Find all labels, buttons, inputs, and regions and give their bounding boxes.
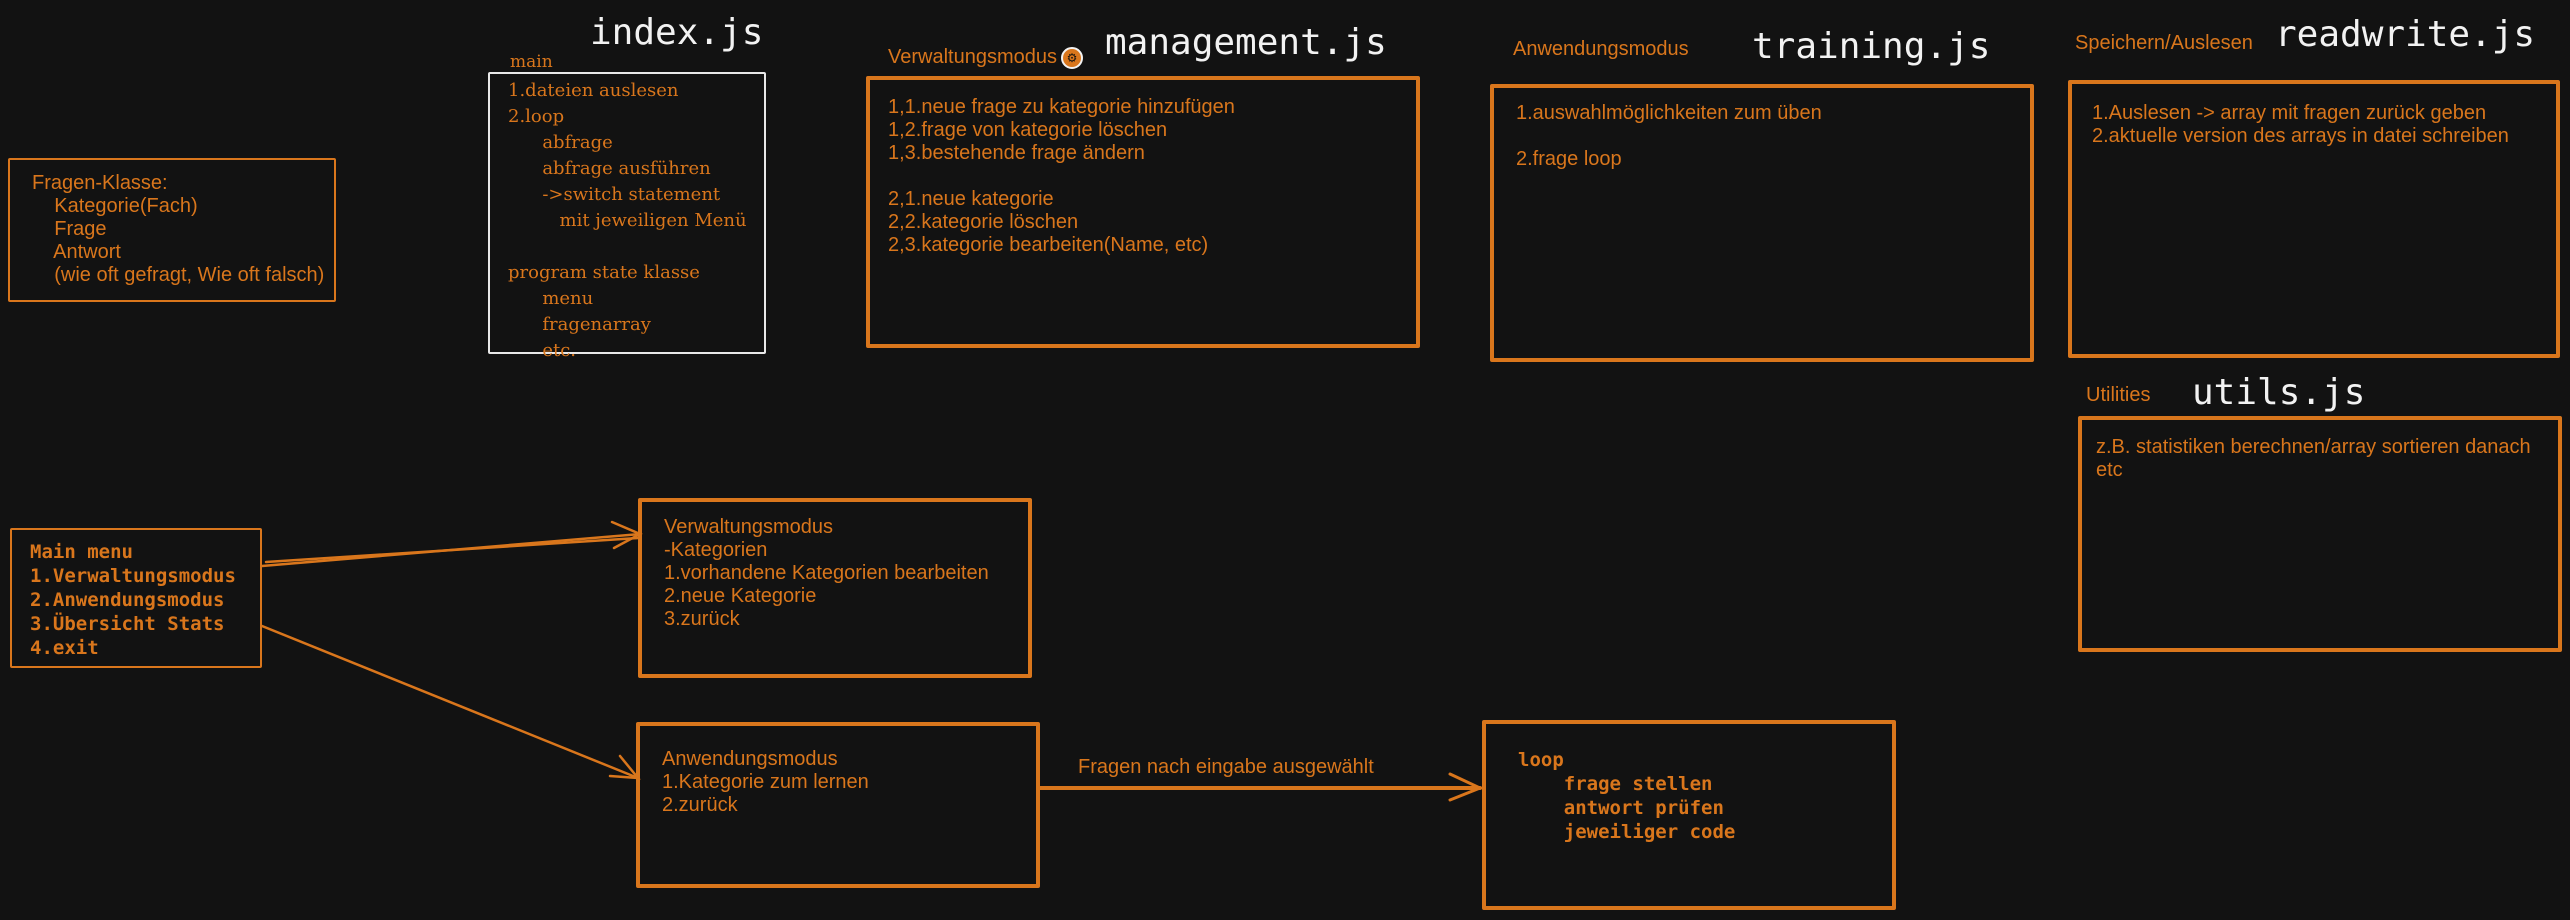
label-training: Anwendungsmodus (1513, 38, 1689, 60)
text-line: Kategorie(Fach) (32, 195, 198, 217)
text-line: 1,1.neue frage zu kategorie hinzufügen (888, 96, 1235, 118)
text-line (508, 234, 764, 260)
text-line: antwort prüfen (1518, 797, 1724, 819)
text-line: menu (508, 288, 594, 309)
text-line: 2,2.kategorie löschen (888, 211, 1079, 233)
text-line: Fragen-Klasse: (32, 172, 168, 194)
text-line: etc (2096, 459, 2123, 481)
text-line: 2.Anwendungsmodus (30, 589, 225, 611)
training-box: 1.auswahlmöglichkeiten zum üben 2.frage … (1490, 84, 2034, 362)
utils-box-lines: z.B. statistiken berechnen/array sortier… (2082, 420, 2558, 482)
gear-badge-icon: ⚙ (1060, 46, 1083, 69)
text-line: 3.Übersicht Stats (30, 613, 225, 635)
text-line: 2.neue Kategorie (664, 585, 817, 607)
index-box-lines: 1.dateien auslesen 2.loop abfrage abfrage… (490, 74, 764, 364)
text-line: Verwaltungsmodus (664, 516, 833, 538)
readwrite-box-lines: 1.Auslesen -> array mit fragen zurück ge… (2072, 84, 2556, 148)
text-line: 2.frage loop (1516, 148, 1622, 170)
title-training: training.js (1752, 26, 1991, 67)
fragen-klasse-box: Fragen-Klasse: Kategorie(Fach) Frage Ant… (8, 158, 336, 302)
title-management: management.js (1105, 22, 1387, 63)
text-line: z.B. statistiken berechnen/array sortier… (2096, 436, 2531, 458)
text-line: abfrage ausführen (508, 158, 711, 179)
text-line: etc. (508, 340, 577, 361)
index-box: 1.dateien auslesen 2.loop abfrage abfrage… (488, 72, 766, 361)
text-line: 1.vorhandene Kategorien bearbeiten (664, 562, 989, 584)
label-readwrite: Speichern/Auslesen (2075, 32, 2253, 54)
text-line: Frage (32, 218, 107, 240)
text-line: fragenarray (508, 314, 651, 335)
text-line: mit jeweiligen Menü (508, 210, 747, 231)
text-line: 2,1.neue kategorie (888, 188, 1054, 210)
text-line: abfrage (508, 132, 613, 153)
text-line: 2.zurück (662, 794, 738, 816)
title-index: index.js (590, 12, 764, 53)
text-line: Antwort (32, 241, 121, 263)
text-line (888, 165, 1416, 188)
text-line: 2,3.kategorie bearbeiten(Name, etc) (888, 234, 1209, 256)
text-line: program state klasse (508, 262, 700, 283)
text-line: 2.loop (508, 106, 565, 127)
text-line: ->switch statement (508, 184, 721, 205)
text-line: loop (1518, 749, 1564, 771)
text-line: 3.zurück (664, 608, 740, 630)
label-utils: Utilities (2086, 384, 2151, 406)
edge-label: Fragen nach eingabe ausgewählt (1078, 756, 1374, 778)
readwrite-box: 1.Auslesen -> array mit fragen zurück ge… (2068, 80, 2560, 358)
title-utils: utils.js (2192, 372, 2366, 413)
text-line: frage stellen (1518, 773, 1713, 795)
text-line: 1.dateien auslesen (508, 80, 679, 101)
text-line: (wie oft gefragt, Wie oft falsch) (32, 264, 325, 286)
text-line: 1,2.frage von kategorie löschen (888, 119, 1168, 141)
utils-box: z.B. statistiken berechnen/array sortier… (2078, 416, 2562, 652)
loop-box: loop frage stellen antwort prüfen jeweil… (1482, 720, 1896, 910)
text-line: 1.Auslesen -> array mit fragen zurück ge… (2092, 102, 2487, 124)
text-line: 1,3.bestehende frage ändern (888, 142, 1145, 164)
text-line: 1.Kategorie zum lernen (662, 771, 869, 793)
label-management: Verwaltungsmodus⚙ (888, 46, 1083, 69)
arrow-main-to-verwaltung (260, 520, 643, 568)
text-line: -Kategorien (664, 539, 768, 561)
text-line: Anwendungsmodus (662, 748, 838, 770)
label-management-text: Verwaltungsmodus (888, 46, 1057, 68)
text-line: 2.aktuelle version des arrays in datei s… (2092, 125, 2509, 147)
fragen-klasse-lines: Fragen-Klasse: Kategorie(Fach) Frage Ant… (10, 160, 334, 287)
training-box-lines: 1.auswahlmöglichkeiten zum üben 2.frage … (1494, 88, 2030, 171)
text-line: Main menu (30, 541, 133, 563)
loop-box-lines: loop frage stellen antwort prüfen jeweil… (1486, 724, 1892, 844)
text-line: 1.auswahlmöglichkeiten zum üben (1516, 102, 1822, 124)
label-index-main: main (510, 52, 553, 72)
text-line: jeweiliger code (1518, 821, 1736, 843)
text-line (1516, 125, 2030, 148)
text-line: 1.Verwaltungsmodus (30, 565, 236, 587)
title-readwrite: readwrite.js (2275, 14, 2536, 55)
arrow-main-to-anwendung (260, 624, 641, 780)
text-line: 4.exit (30, 637, 99, 659)
